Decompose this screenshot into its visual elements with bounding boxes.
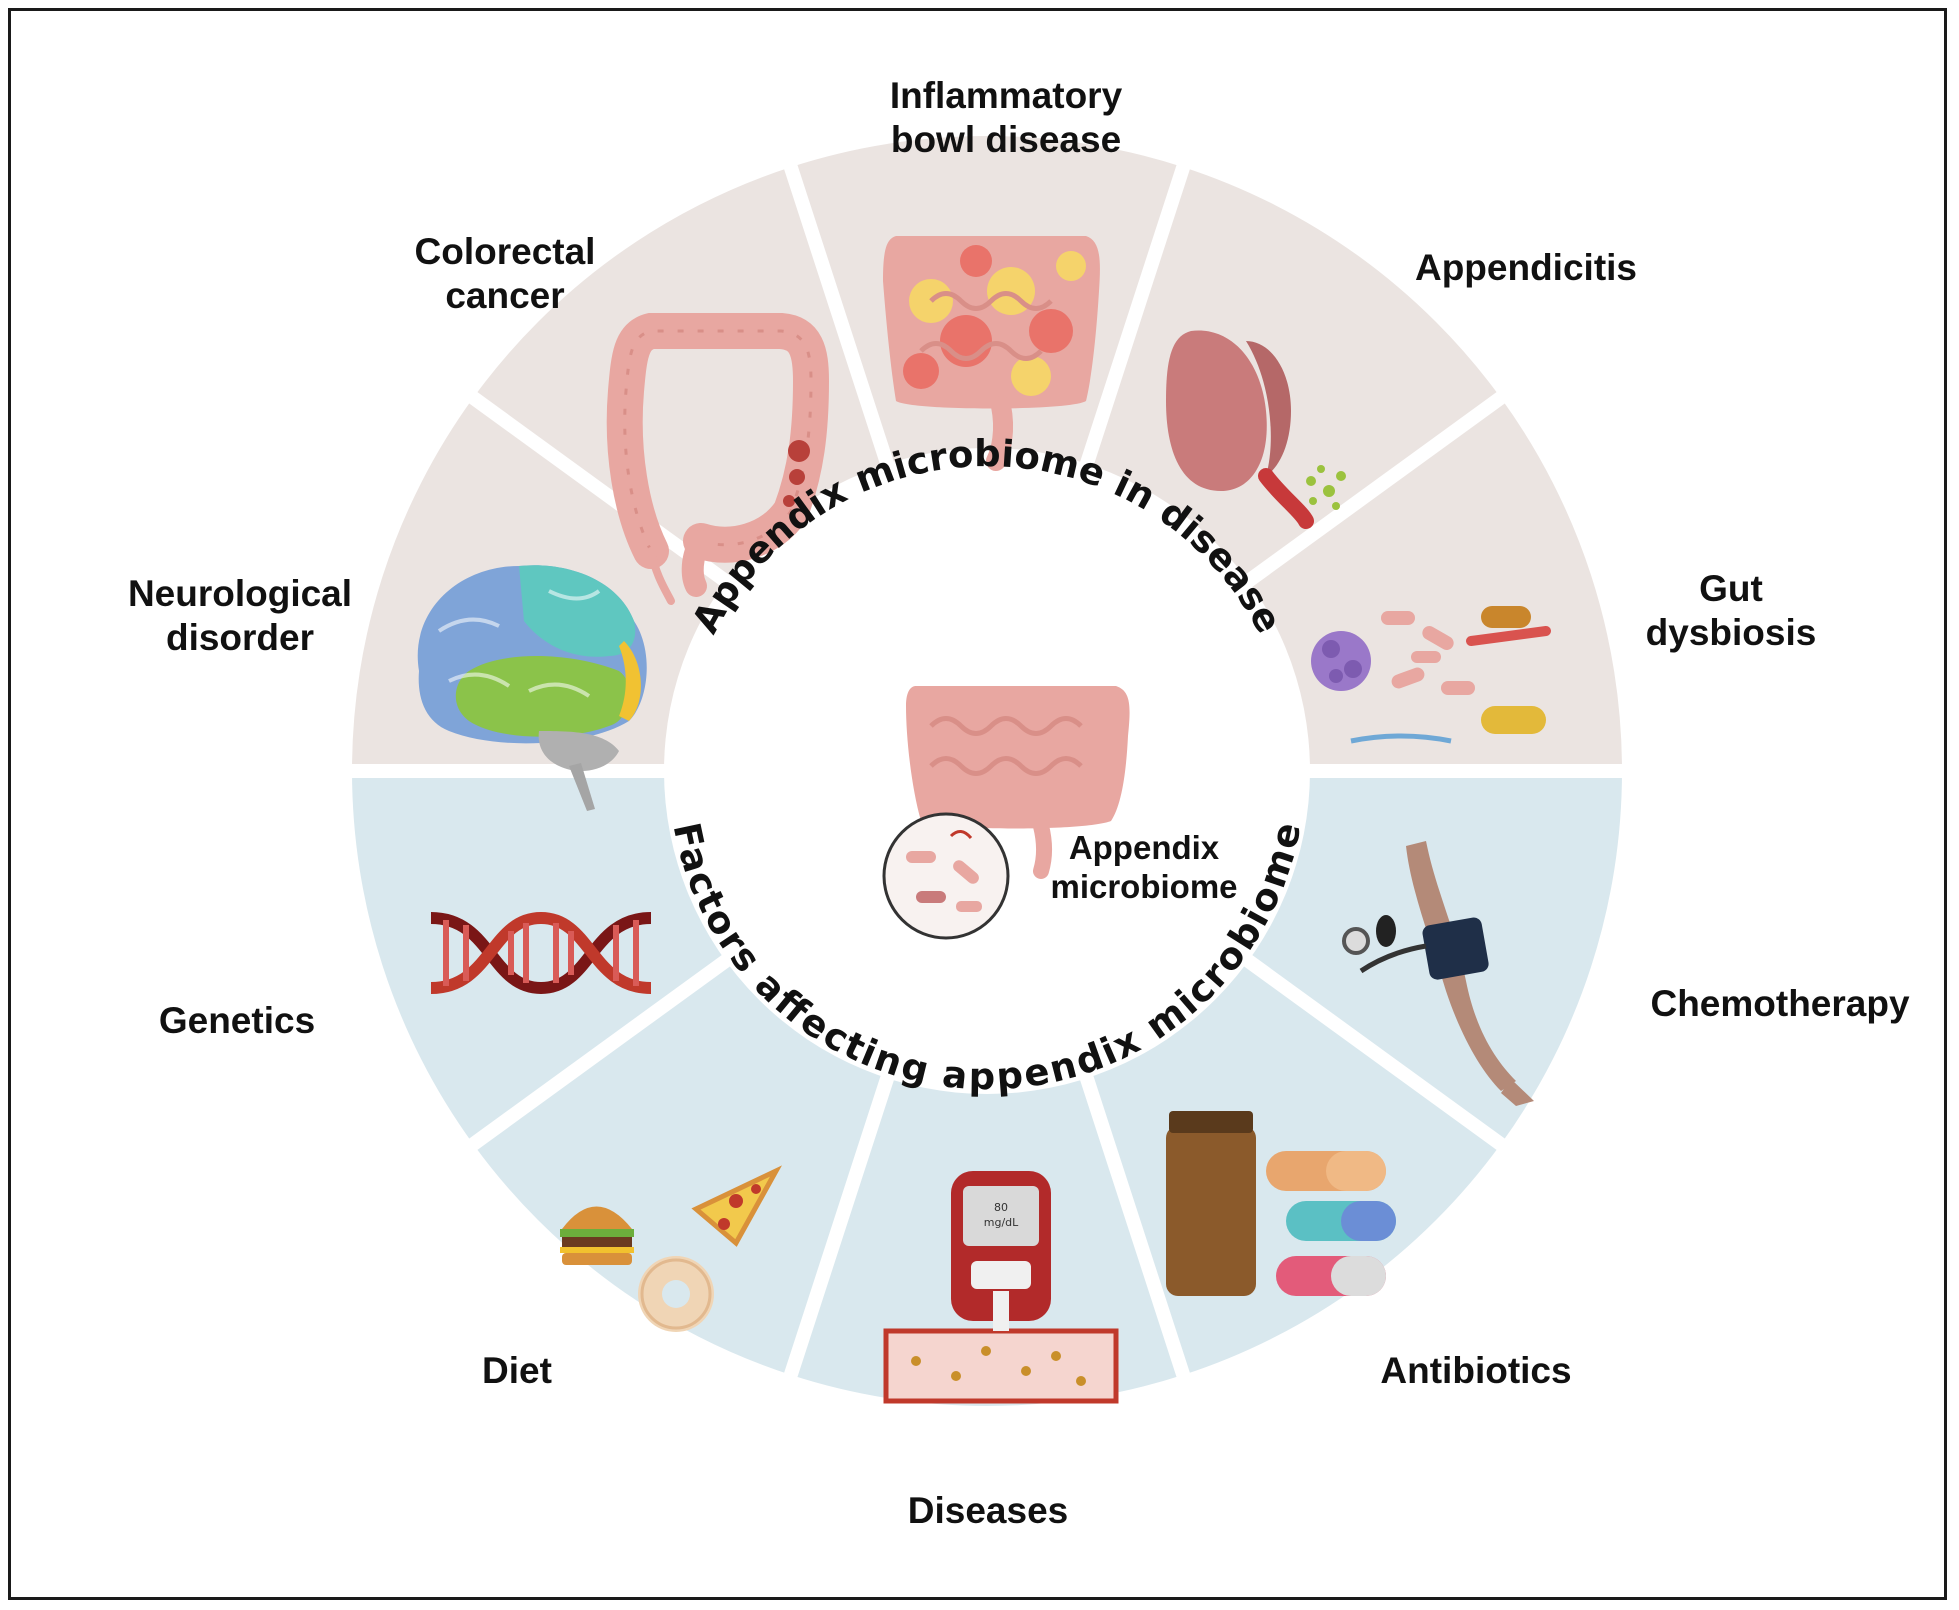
separator-line <box>782 1058 900 1382</box>
svg-text:80: 80 <box>994 1201 1008 1214</box>
appendix-icon <box>906 686 1130 879</box>
svg-text:mg/dL: mg/dL <box>984 1216 1019 1229</box>
separator-line <box>782 160 900 484</box>
pills-icon <box>1166 1111 1396 1296</box>
label-appendicitis: Appendicitis <box>1414 247 1638 288</box>
junk-food-icon <box>560 1165 782 1332</box>
segment-inflamed-appendix <box>1082 167 1501 589</box>
microbiome-magnifier-icon <box>882 812 1010 940</box>
segment-junk-food <box>473 953 892 1375</box>
glucose-meter-icon: 80 mg/dL <box>883 1171 1119 1404</box>
segment-dna <box>352 771 737 1145</box>
figure-frame: 80 mg/dL Appendix microbiome in diseas <box>8 8 1947 1600</box>
inflamed-appendix-icon <box>1166 330 1346 529</box>
separator-line <box>1229 389 1509 598</box>
label-antibiotics: Antibiotics <box>1380 1350 1572 1391</box>
arm-blood-pressure-icon <box>1342 841 1534 1106</box>
brain-icon <box>417 565 647 811</box>
colon-with-tumor-icon <box>606 313 830 605</box>
separator-line <box>1229 944 1509 1153</box>
inflamed-intestine-icon <box>883 236 1100 471</box>
separator-line <box>1074 1058 1192 1382</box>
label-genetics: Genetics <box>158 1000 316 1041</box>
separator-line <box>465 944 745 1153</box>
bacteria-icon <box>1311 606 1551 744</box>
separator-line <box>1074 160 1192 484</box>
label-diseases: Diseases <box>907 1490 1069 1531</box>
dna-icon <box>430 911 652 995</box>
label-chemotherapy: Chemotherapy <box>1650 983 1910 1024</box>
label-diet: Diet <box>482 1350 552 1391</box>
appendix-microbiome-diagram: 80 mg/dL Appendix microbiome in diseas <box>347 136 1627 1406</box>
